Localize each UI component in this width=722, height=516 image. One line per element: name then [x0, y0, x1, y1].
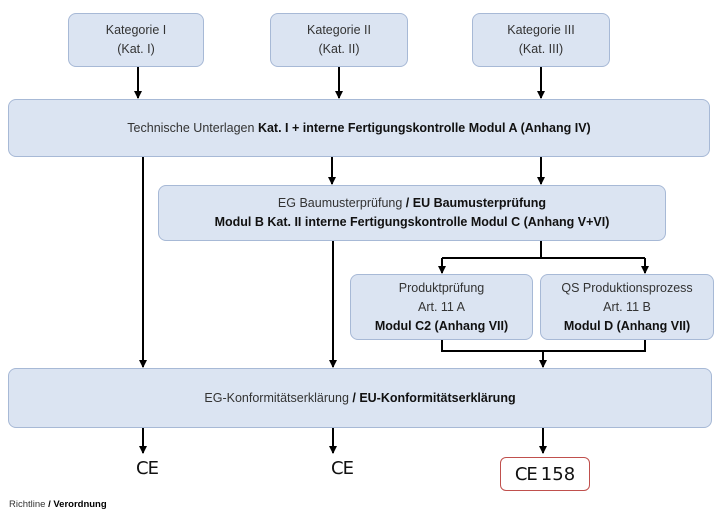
type-examination-box: EG Baumusterprüfung / EU Baumusterprüfun… — [158, 185, 666, 241]
category-1-abbr: (Kat. I) — [117, 42, 155, 56]
ce-mark-1: CE — [136, 458, 159, 479]
conformity-normal: EG-Konformitätserklärung — [204, 390, 353, 405]
merge-bracket — [441, 340, 646, 352]
technical-docs-normal: Technische Unterlagen — [127, 120, 258, 135]
type-examination-line2: Modul B Kat. II interne Fertigungskontro… — [214, 215, 610, 229]
technical-docs-text: Technische Unterlagen Kat. I + interne F… — [127, 119, 590, 138]
type-examination-line1-bold: / EU Baumusterprüfung — [405, 196, 547, 210]
qs-process-line1: QS Produktionsprozess — [561, 280, 693, 295]
product-check-line2: Art. 11 A — [417, 299, 465, 314]
legend-bold: / Verordnung — [48, 499, 107, 510]
conformity-text: EG-Konformitätserklärung / EU-Konformitä… — [204, 389, 515, 408]
ce-mark-3-number: 158 — [540, 463, 576, 485]
product-check-line1: Produktprüfung — [398, 280, 485, 295]
ce-mark-3-symbol: CE — [514, 463, 538, 485]
type-examination-line1: EG Baumusterprüfung / EU Baumusterprüfun… — [278, 194, 546, 213]
technical-docs-box: Technische Unterlagen Kat. I + interne F… — [8, 99, 710, 157]
category-1-name: Kategorie I — [105, 23, 167, 37]
qs-process-line3: Modul D (Anhang VII) — [563, 318, 691, 333]
product-check-line3: Modul C2 (Anhang VII) — [374, 318, 509, 333]
ce-mark-2: CE — [331, 458, 354, 479]
product-check-box: Produktprüfung Art. 11 A Modul C2 (Anhan… — [350, 274, 533, 340]
category-2-name: Kategorie II — [307, 23, 371, 37]
qs-process-box: QS Produktionsprozess Art. 11 B Modul D … — [540, 274, 714, 340]
legend-normal: Richtline — [9, 499, 49, 510]
ce-mark-3-notified-body: CE 158 — [500, 457, 590, 491]
technical-docs-bold: Kat. I + interne Fertigungskontrolle Mod… — [257, 120, 591, 135]
conformity-box: EG-Konformitätserklärung / EU-Konformitä… — [8, 368, 712, 428]
category-3-name: Kategorie III — [507, 23, 575, 37]
category-2-abbr: (Kat. II) — [318, 42, 360, 56]
legend: Richtline / Verordnung — [9, 499, 107, 510]
category-2-box: Kategorie II (Kat. II) — [270, 13, 408, 67]
conformity-bold: / EU-Konformitätserklärung — [352, 390, 516, 405]
category-1-box: Kategorie I (Kat. I) — [68, 13, 204, 67]
type-examination-line1-normal: EG Baumusterprüfung — [277, 196, 406, 210]
category-3-abbr: (Kat. III) — [518, 42, 564, 56]
qs-process-line2: Art. 11 B — [603, 299, 651, 314]
category-3-box: Kategorie III (Kat. III) — [472, 13, 610, 67]
